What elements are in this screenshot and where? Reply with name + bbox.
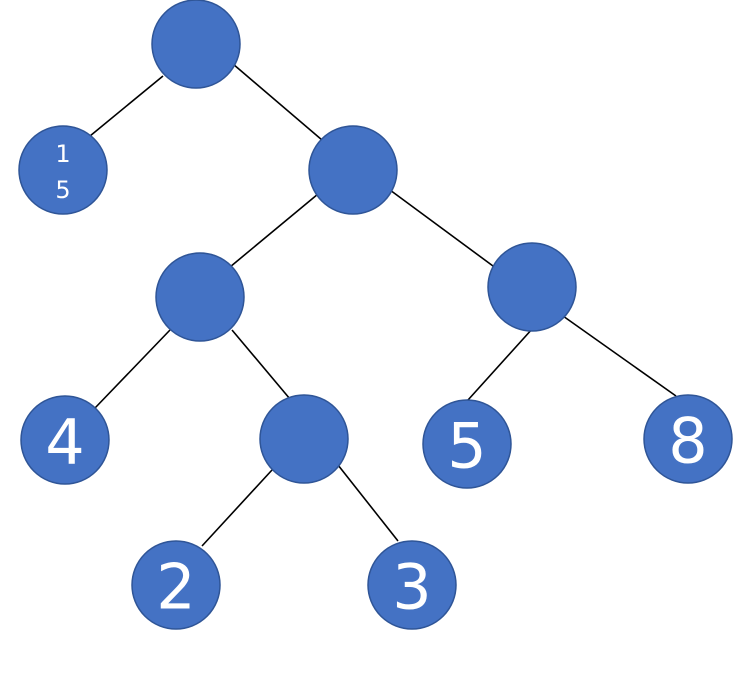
edge-n3-leaf8 (562, 315, 677, 397)
node-n3 (487, 242, 577, 332)
node-n1 (308, 125, 398, 215)
edge-n3-leaf5 (467, 327, 534, 401)
node-leaf-3: 3 (367, 540, 457, 630)
edge-root-leaf15 (89, 75, 164, 137)
node-leaf-8: 8 (643, 394, 733, 484)
node-leaf-5: 5 (422, 399, 512, 489)
node-leaf-8-label: 8 (668, 405, 707, 478)
edge-root-n1 (232, 63, 323, 141)
node-n4 (259, 394, 349, 484)
node-leaf-2-label: 2 (156, 551, 195, 624)
edge-n2-n4 (231, 329, 291, 400)
node-leaf-4-label: 4 (45, 406, 84, 479)
node-leaf-15-digit: 5 (55, 176, 70, 204)
edge-n2-leaf4 (94, 329, 171, 409)
node-leaf-3-label: 3 (392, 551, 431, 624)
node-n2 (155, 252, 245, 342)
node-leaf-15-digit: 1 (55, 140, 70, 168)
node-leaf-2: 2 (131, 540, 221, 630)
edge-n4-leaf3 (337, 464, 399, 542)
node-leaf-5-label: 5 (447, 410, 486, 483)
edge-n1-n2 (229, 193, 319, 268)
node-leaf-4: 4 (20, 395, 110, 485)
edge-n4-leaf2 (201, 469, 273, 547)
node-root (151, 0, 241, 89)
edge-n1-n3 (389, 189, 494, 267)
